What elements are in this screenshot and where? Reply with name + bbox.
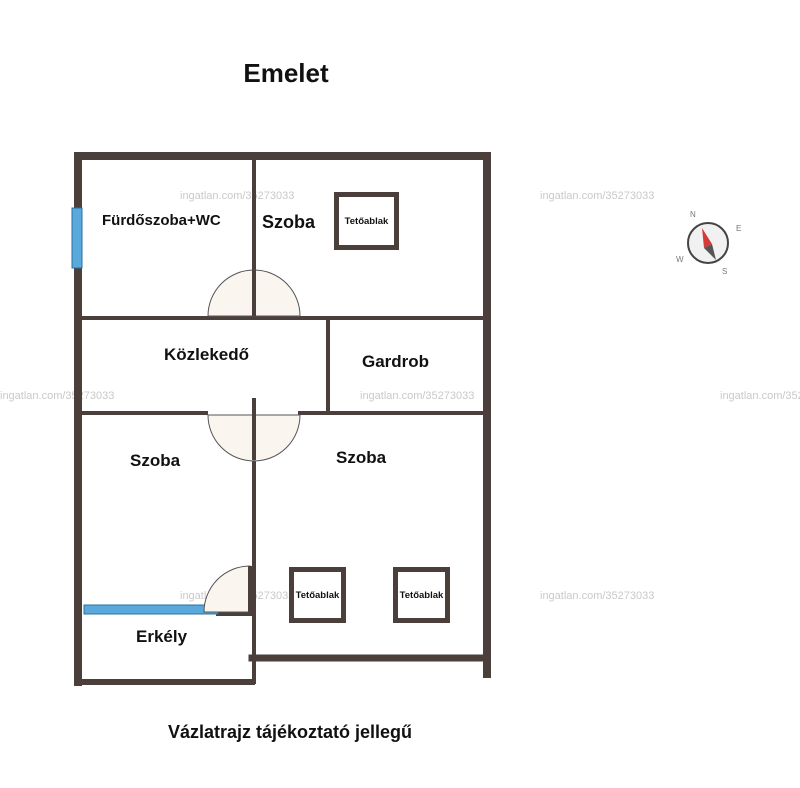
watermark: ingatlan.com/35273033 [360,390,475,402]
watermark: ingatlan.com/35273033 [180,190,295,202]
skylight-label: Tetőablak [399,589,444,601]
room-label-bathroom: Fürdőszoba+WC [102,212,221,229]
room-label-wardrobe: Gardrob [362,352,430,371]
watermark: ingatlan.com/35273033 [720,390,800,402]
door-room-right [253,414,301,462]
watermark: ingatlan.com/35273033 [0,390,115,402]
skylight-label: Tetőablak [295,589,340,601]
skylight-right-2: Tetőablak [393,567,450,623]
door-bathroom [207,269,255,317]
skylight-right-1: Tetőablak [289,567,346,623]
room-label-room-top: Szoba [262,212,316,232]
window-bathroom [71,207,83,269]
room-label-room-left: Szoba [130,451,181,470]
compass-north: N [690,210,696,219]
watermark: ingatlan.com/35273033 [540,190,655,202]
compass-icon [687,222,729,264]
door-room-left [207,414,255,462]
compass-south: S [722,267,727,276]
room-label-hallway: Közlekedő [164,345,250,364]
window-balcony [83,604,219,615]
compass-east: E [736,224,741,233]
skylight-top: Tetőablak [334,192,399,250]
compass-west: W [676,255,684,264]
door-room-top [253,269,301,317]
floor-title: Emelet [243,58,329,88]
disclaimer-caption: Vázlatrajz tájékoztató jellegű [167,722,413,742]
door-balcony [203,565,251,613]
watermark: ingatlan.com/35273033 [540,590,655,602]
room-label-room-right: Szoba [336,448,387,467]
skylight-label: Tetőablak [344,215,389,227]
room-label-balcony: Erkély [136,627,188,646]
